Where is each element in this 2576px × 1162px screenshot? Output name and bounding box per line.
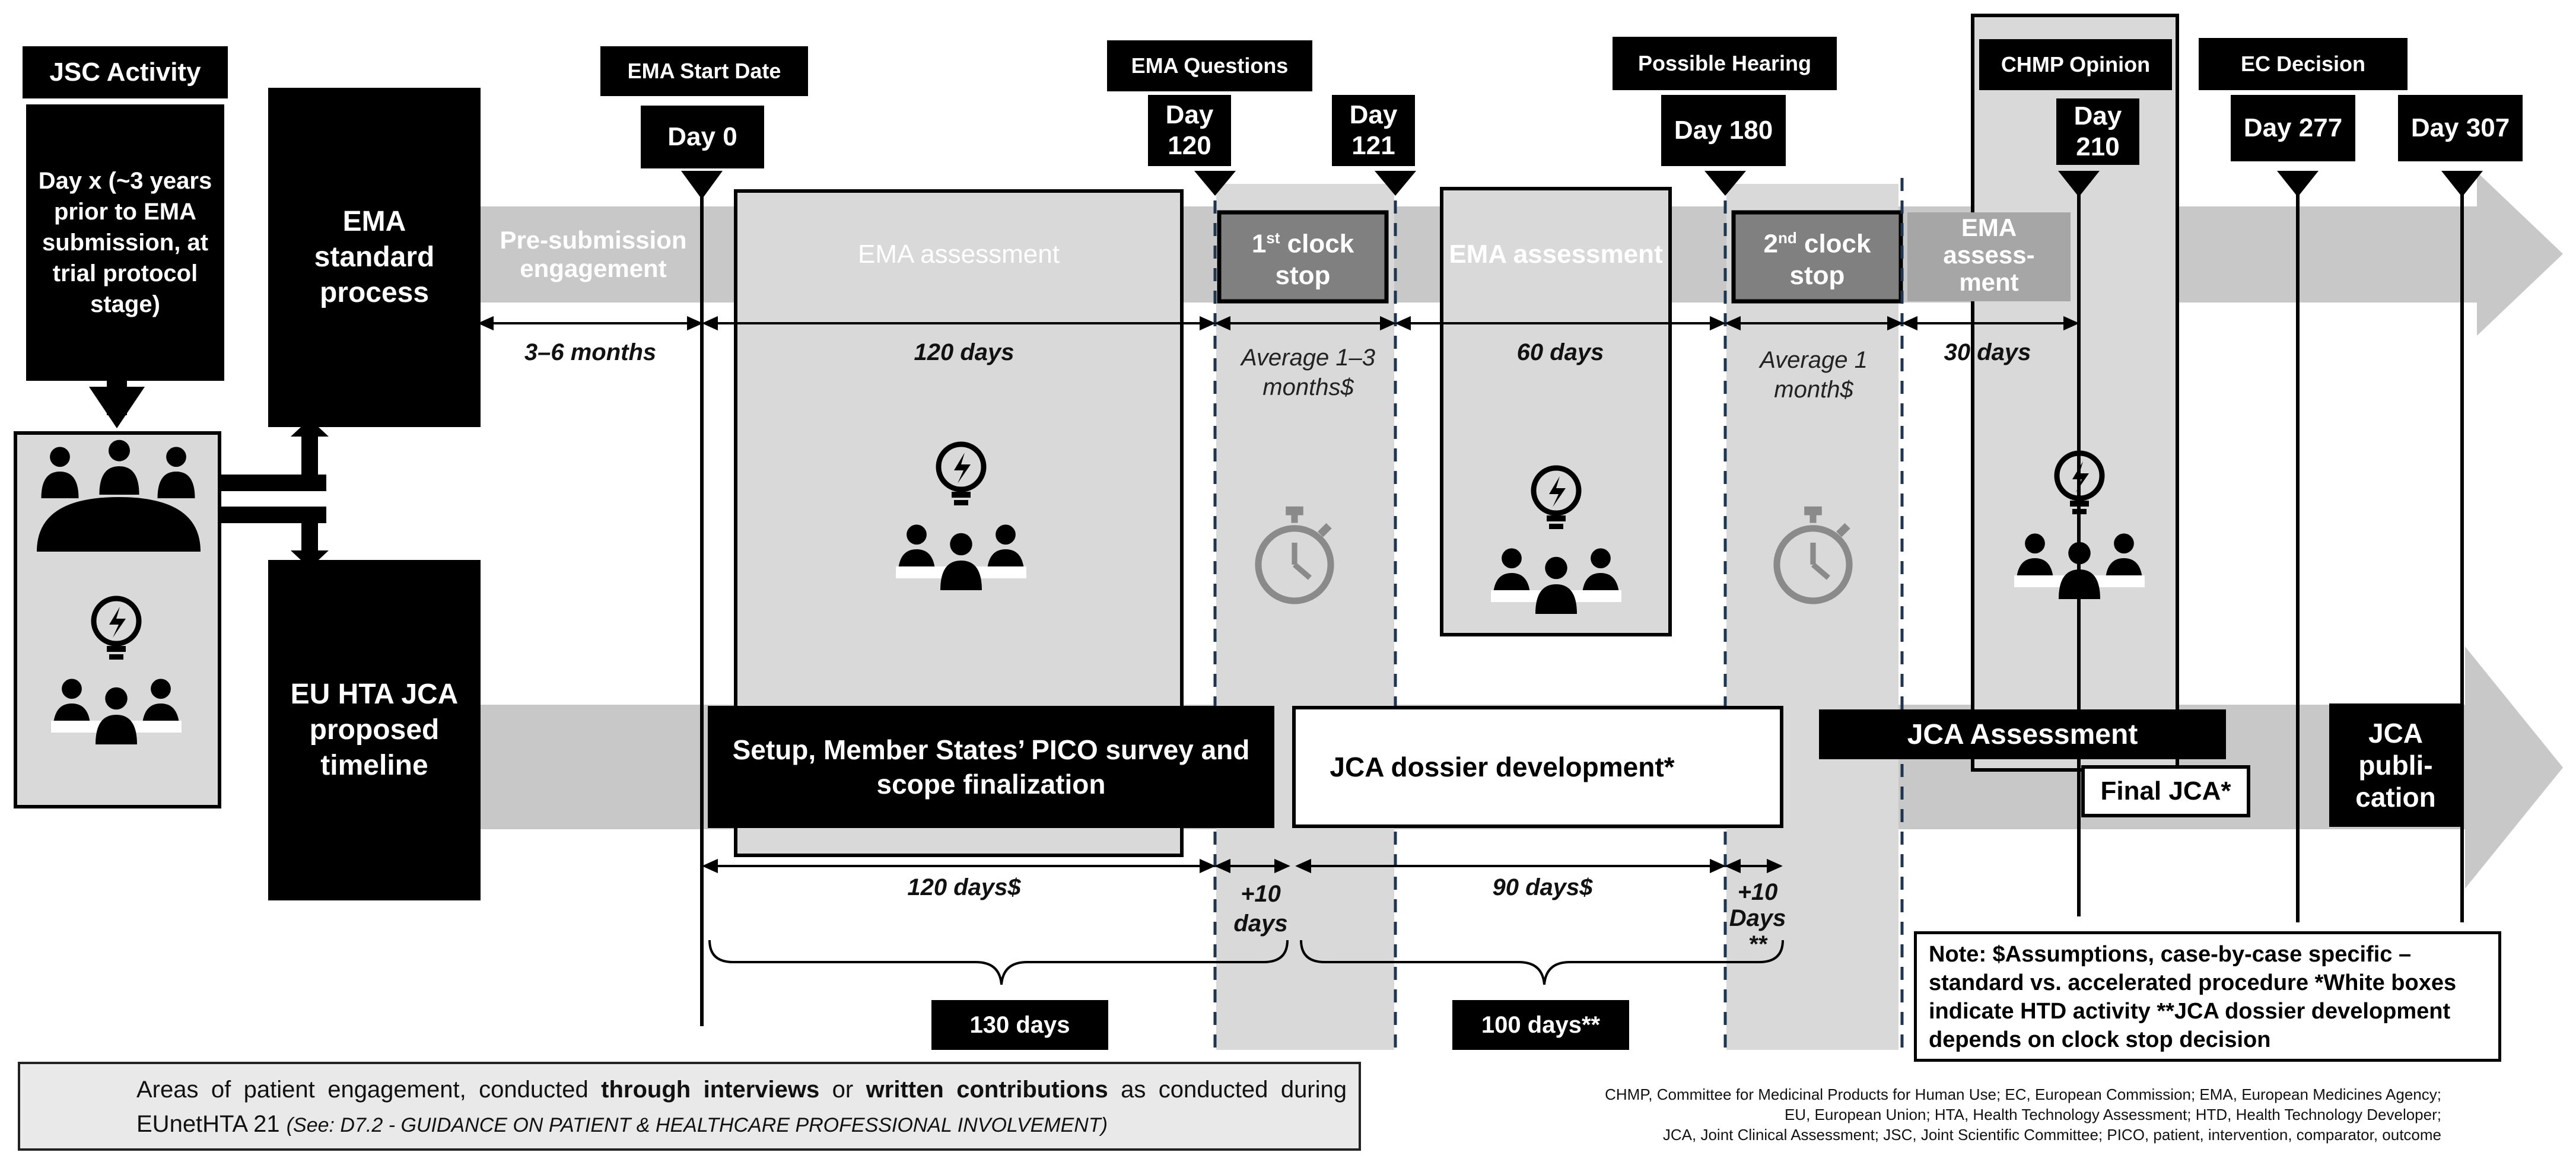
patient-engagement-legend: Areas of patient engagement, conducted t…: [18, 1062, 1361, 1151]
final-jca-box: Final JCA*: [2081, 765, 2250, 817]
abbreviation-line: JCA, Joint Clinical Assessment; JSC, Joi…: [1662, 1126, 2441, 1144]
day-210-label: Day 210: [2056, 98, 2139, 165]
day-121-label: Day 121: [1332, 95, 1415, 166]
clock-stop-panel-2: [1726, 184, 1898, 1050]
possible-hearing-header: Possible Hearing: [1613, 37, 1837, 90]
duration-90: 90 days$: [1492, 874, 1593, 900]
duration-plus10-b: +10 Days **: [1729, 879, 1786, 957]
jca-assessment-box: JCA Assessment: [1819, 709, 2226, 759]
total-130-days: 130 days: [931, 1000, 1108, 1050]
day-307-label: Day 307: [2398, 95, 2523, 161]
jca-dossier-box: JCA dossier development*: [1292, 706, 1783, 828]
abbreviation-line: EU, European Union; HTA, Health Technolo…: [1784, 1106, 2441, 1123]
ema-start-header: EMA Start Date: [600, 46, 808, 96]
duration-120: 120 days: [914, 339, 1015, 365]
ema-assessment-3-box: [1907, 212, 2071, 301]
chmp-opinion-header: CHMP Opinion: [1979, 39, 2172, 90]
abbreviation-line: CHMP, Committee for Medicinal Products f…: [1605, 1085, 2441, 1103]
total-100-days: 100 days**: [1452, 1000, 1629, 1050]
jca-publication-box: JCA publi-cation: [2329, 703, 2462, 827]
setup-pico-box: Setup, Member States’ PICO survey and sc…: [708, 706, 1274, 828]
ema-questions-header: EMA Questions: [1107, 40, 1312, 91]
ema-assessment-1-label: EMA assessment: [858, 240, 1060, 269]
pre-submission-label: Pre-submission engagement: [500, 226, 687, 282]
ec-decision-header: EC Decision: [2199, 38, 2408, 90]
jsc-activity-header: JSC Activity: [23, 46, 228, 98]
duration-plus10-a: +10 days: [1233, 881, 1288, 937]
clock-stop-1-label: 1st clock stop: [1251, 228, 1354, 291]
assumptions-note: Note: $Assumptions, case-by-case specifi…: [1914, 931, 2501, 1062]
legend-text: Areas of patient engagement, conducted t…: [136, 1077, 1347, 1137]
ema-assessment-3-label: EMA assess-ment: [1943, 214, 2035, 296]
duration-30: 30 days: [1944, 339, 2031, 365]
clock-stop-2-label: 2nd clock stop: [1763, 228, 1871, 291]
duration-avg2: Average 1 month$: [1760, 347, 1868, 403]
day-180-label: Day 180: [1661, 95, 1786, 166]
hta-timeline-box: EU HTA JCA proposed timeline: [268, 560, 481, 900]
jsc-activity-text: Day x (~3 years prior to EMA submission,…: [26, 104, 224, 381]
clock-stop-panel-1: [1216, 184, 1394, 1050]
duration-avg1: Average 1–3 months$: [1241, 345, 1376, 400]
day-0-label: Day 0: [641, 106, 764, 168]
day-277-label: Day 277: [2231, 95, 2355, 161]
abbreviations: CHMP, Committee for Medicinal Products f…: [1436, 1084, 2441, 1145]
ema-standard-process-box: EMA standard process: [268, 88, 481, 427]
day-120-label: Day 120: [1148, 95, 1231, 166]
duration-120-bottom: 120 days$: [907, 874, 1021, 900]
duration-60: 60 days: [1516, 339, 1604, 365]
group-meeting-icon: [37, 440, 201, 552]
clock-stop-1-box: [1217, 210, 1389, 304]
duration-pre: 3–6 months: [524, 339, 657, 365]
ema-assessment-2-label: EMA assessment: [1449, 240, 1663, 269]
